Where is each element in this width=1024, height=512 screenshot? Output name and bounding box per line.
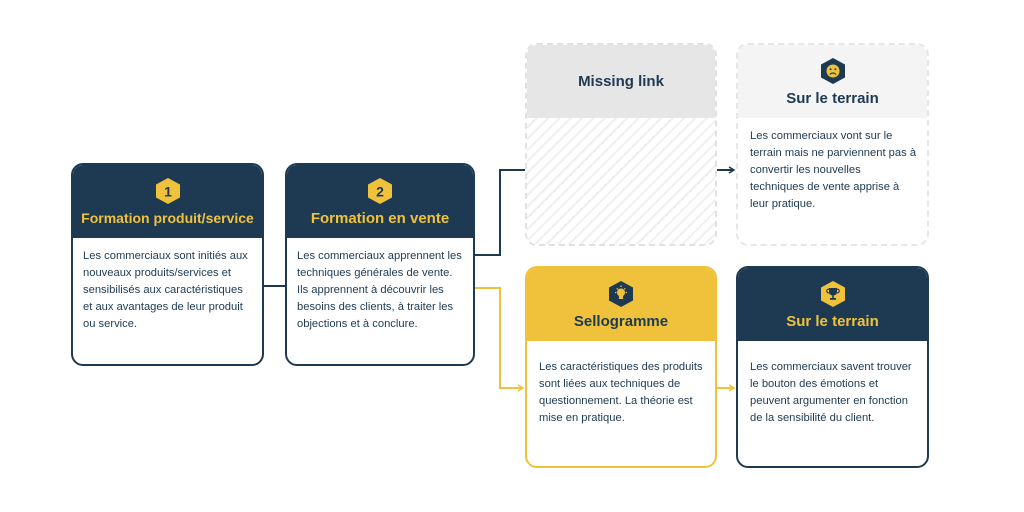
card-missing-link-header: Missing link [527, 45, 715, 118]
hatched-placeholder [527, 118, 715, 244]
card-formation-vente: 2 Formation en vente Les commerciaux app… [285, 163, 475, 366]
card-terrain-success: Sur le terrain Les commerciaux savent tr… [736, 266, 929, 468]
card-formation-produit: 1 Formation produit/service Les commerci… [71, 163, 264, 366]
card-title: Missing link [578, 73, 664, 90]
card-sellogramme: Sellogramme Les caractéristiques des pro… [525, 266, 717, 468]
hexagon-number-badge: 2 [368, 177, 392, 204]
card-terrain-fail: Sur le terrain Les commerciaux vont sur … [736, 43, 929, 246]
card-title: Formation produit/service [81, 210, 254, 226]
card-text: Les caractéristiques des produits sont l… [539, 361, 703, 424]
card-formation-produit-header: 1 Formation produit/service [73, 165, 262, 238]
trophy-icon [820, 280, 845, 307]
card-terrain-fail-header: Sur le terrain [738, 45, 927, 118]
card-title: Formation en vente [310, 209, 450, 227]
card-text: Les commerciaux sont initiés aux nouveau… [83, 250, 248, 330]
card-sellogramme-header: Sellogramme [527, 268, 715, 341]
badge-number: 2 [376, 183, 384, 199]
hexagon-number-badge: 1 [155, 178, 180, 204]
card-text: Les commerciaux savent trouver le bouton… [750, 361, 912, 424]
card-missing-link: Missing link [525, 43, 717, 246]
card-title: Sur le terrain [786, 312, 879, 330]
lightbulb-icon [609, 280, 633, 307]
card-text: Les commerciaux apprennent les technique… [297, 250, 462, 330]
card-title: Sur le terrain [786, 89, 879, 107]
card-text: Les commerciaux vont sur le terrain mais… [750, 130, 917, 210]
card-formation-vente-header: 2 Formation en vente [287, 165, 473, 238]
card-title: Sellogramme [573, 312, 669, 330]
connector-to-sellogramme [475, 287, 525, 392]
card-terrain-success-header: Sur le terrain [738, 268, 927, 341]
sad-face-icon [820, 57, 845, 84]
badge-number: 1 [164, 184, 172, 200]
